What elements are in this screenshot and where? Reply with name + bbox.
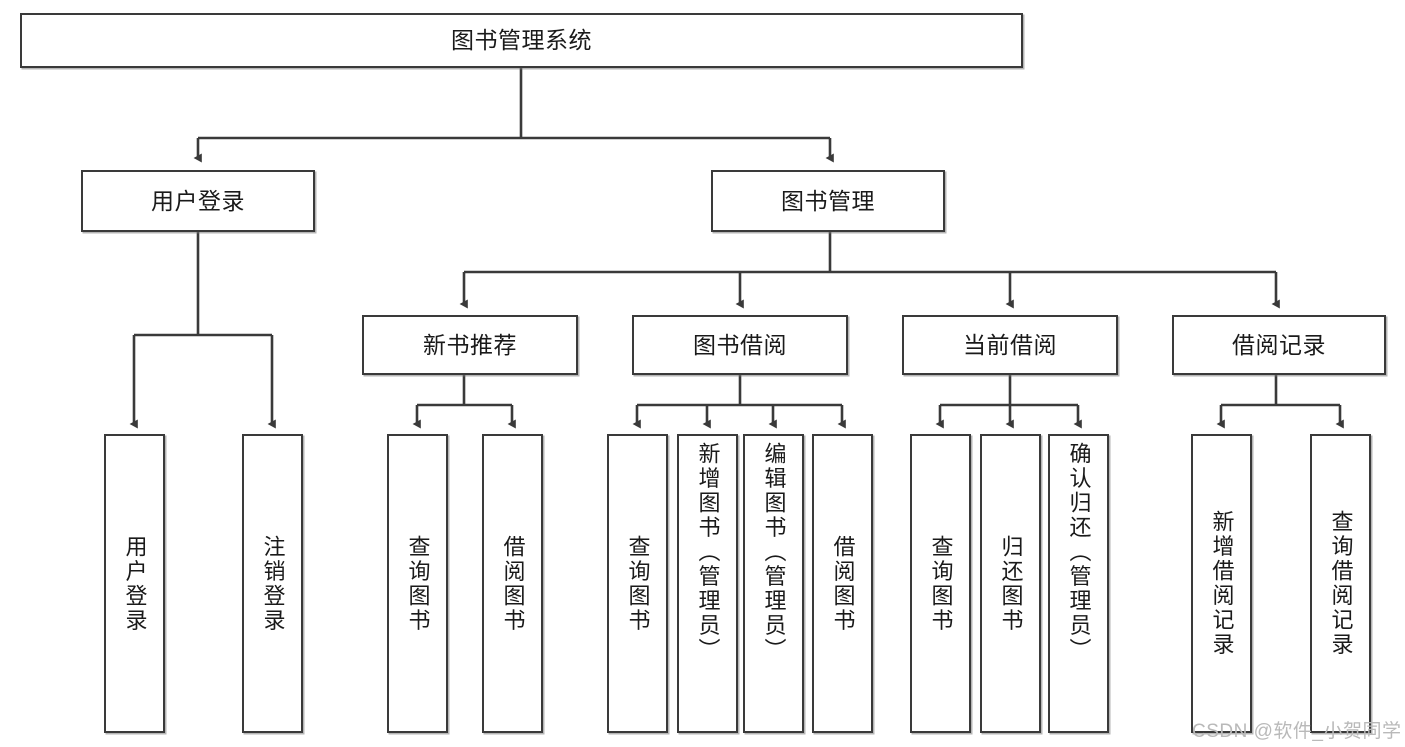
node-label: 用户登录 <box>151 187 245 214</box>
node-label: 用户登录 <box>122 534 148 633</box>
leaf-current-borrow-query-book[interactable]: 查询图书 <box>910 434 971 733</box>
leaf-book-borrow-add-book-admin[interactable]: 新增图书（管理员） <box>677 434 738 733</box>
node-label: 查询图书 <box>625 534 651 633</box>
leaf-book-borrow-borrow-book[interactable]: 借阅图书 <box>812 434 873 733</box>
node-label: 图书管理系统 <box>451 27 592 54</box>
node-label: 查询图书 <box>405 534 431 633</box>
node-label: 借阅图书 <box>500 534 526 633</box>
node-label: 当前借阅 <box>963 331 1057 358</box>
node-label: 借阅图书 <box>830 534 856 633</box>
leaf-book-borrow-edit-book-admin[interactable]: 编辑图书（管理员） <box>743 434 804 733</box>
node-new-book-recommend[interactable]: 新书推荐 <box>362 315 578 375</box>
node-label: 新增借阅记录 <box>1209 510 1235 657</box>
leaf-current-borrow-return-book[interactable]: 归还图书 <box>980 434 1041 733</box>
node-label: 编辑图书（管理员） <box>761 442 787 663</box>
node-root-book-management-system[interactable]: 图书管理系统 <box>20 13 1023 68</box>
leaf-borrow-record-add-record[interactable]: 新增借阅记录 <box>1191 434 1252 733</box>
node-label: 确认归还（管理员） <box>1066 442 1092 663</box>
node-book-management[interactable]: 图书管理 <box>711 170 945 232</box>
node-label: 新书推荐 <box>423 331 517 358</box>
leaf-user-login-logout[interactable]: 注销登录 <box>242 434 303 733</box>
node-label: 借阅记录 <box>1232 331 1326 358</box>
node-current-borrow[interactable]: 当前借阅 <box>902 315 1118 375</box>
leaf-borrow-record-query-record[interactable]: 查询借阅记录 <box>1310 434 1371 733</box>
node-borrow-record[interactable]: 借阅记录 <box>1172 315 1386 375</box>
leaf-user-login-login[interactable]: 用户登录 <box>104 434 165 733</box>
leaf-current-borrow-confirm-return-admin[interactable]: 确认归还（管理员） <box>1048 434 1109 733</box>
node-label: 查询借阅记录 <box>1328 510 1354 657</box>
leaf-book-borrow-query-book[interactable]: 查询图书 <box>607 434 668 733</box>
node-book-borrow[interactable]: 图书借阅 <box>632 315 848 375</box>
node-user-login[interactable]: 用户登录 <box>81 170 315 232</box>
node-label: 新增图书（管理员） <box>695 442 721 663</box>
csdn-watermark: CSDN @软件_小贺同学 <box>1192 721 1402 742</box>
leaf-new-book-borrow-book[interactable]: 借阅图书 <box>482 434 543 733</box>
node-label: 图书借阅 <box>693 331 787 358</box>
leaf-new-book-query-book[interactable]: 查询图书 <box>387 434 448 733</box>
node-label: 查询图书 <box>928 534 954 633</box>
node-label: 图书管理 <box>781 187 875 214</box>
node-label: 归还图书 <box>998 534 1024 633</box>
node-label: 注销登录 <box>260 534 286 633</box>
